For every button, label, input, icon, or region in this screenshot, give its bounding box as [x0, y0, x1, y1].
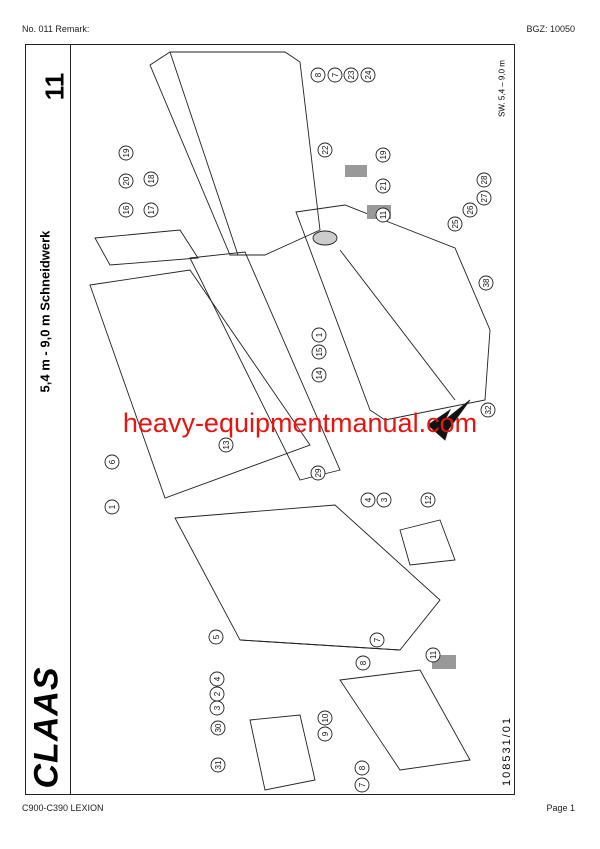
frame-rails — [89, 229, 341, 499]
svg-text:23: 23 — [347, 70, 356, 79]
svg-text:14: 14 — [315, 370, 324, 379]
callout-1: 1 — [104, 499, 120, 515]
svg-text:1: 1 — [108, 504, 117, 509]
svg-text:7: 7 — [358, 782, 367, 787]
svg-text:24: 24 — [364, 70, 373, 79]
svg-text:4: 4 — [213, 676, 222, 681]
callout-8: 8 — [354, 760, 370, 776]
callout-16: 16 — [118, 202, 134, 218]
svg-text:2: 2 — [213, 691, 222, 696]
callout-12: 12 — [420, 492, 436, 508]
callout-10: 10 — [317, 710, 333, 726]
callout-21: 21 — [375, 178, 391, 194]
watermark: heavy-equipmentmanual.com — [122, 408, 478, 438]
svg-text:13: 13 — [222, 440, 231, 449]
svg-text:19: 19 — [122, 148, 131, 157]
callout-17: 17 — [143, 202, 159, 218]
callout-4: 4 — [360, 492, 376, 508]
footer-model: C900-C390 LEXION — [22, 803, 104, 813]
callout-24: 24 — [360, 67, 376, 83]
callout-14: 14 — [311, 367, 327, 383]
callout-23: 23 — [343, 67, 359, 83]
svg-text:21: 21 — [379, 181, 388, 190]
callout-7: 7 — [327, 67, 343, 83]
callout-25: 25 — [447, 216, 463, 232]
callout-31: 31 — [210, 757, 226, 773]
footer-page: Page 1 — [546, 803, 575, 813]
svg-text:8: 8 — [358, 765, 367, 770]
svg-text:7: 7 — [373, 637, 382, 642]
svg-text:5: 5 — [212, 634, 221, 639]
svg-text:3: 3 — [213, 705, 222, 710]
callout-15: 15 — [311, 344, 327, 360]
callout-38: 38 — [478, 275, 494, 291]
drawing-frame — [25, 44, 515, 795]
callout-19: 19 — [375, 147, 391, 163]
callout-29: 29 — [310, 465, 326, 481]
callout-5: 5 — [208, 629, 224, 645]
svg-text:12: 12 — [424, 495, 433, 504]
callout-4: 4 — [209, 671, 225, 687]
svg-text:10: 10 — [321, 713, 330, 722]
svg-text:29: 29 — [314, 468, 323, 477]
svg-text:15: 15 — [315, 347, 324, 356]
svg-text:26: 26 — [466, 205, 475, 214]
svg-text:3: 3 — [380, 497, 389, 502]
svg-text:9: 9 — [321, 731, 330, 736]
arrow-icon — [427, 399, 471, 441]
callout-18: 18 — [143, 171, 159, 187]
callout-8: 8 — [310, 67, 326, 83]
callout-3: 3 — [209, 700, 225, 716]
svg-text:19: 19 — [379, 150, 388, 159]
callout-28: 28 — [476, 172, 492, 188]
svg-text:8: 8 — [314, 72, 323, 77]
svg-text:38: 38 — [482, 278, 491, 287]
callout-7: 7 — [369, 632, 385, 648]
svg-text:11: 11 — [379, 210, 388, 219]
callout-32: 32 — [480, 402, 496, 418]
callout-20: 20 — [118, 173, 134, 189]
callout-26: 26 — [462, 202, 478, 218]
svg-text:31: 31 — [214, 760, 223, 769]
svg-text:6: 6 — [108, 459, 117, 464]
header-bgz: BGZ: 10050 — [526, 24, 575, 34]
callout-13: 13 — [218, 437, 234, 453]
callout-11: 11 — [375, 207, 391, 223]
title-strip: 11 5,4 m - 9,0 m Schneidwerk CLAAS — [25, 44, 71, 795]
callout-7: 7 — [354, 777, 370, 793]
svg-text:8: 8 — [359, 660, 368, 665]
svg-text:1: 1 — [315, 332, 324, 337]
header-remark: No. 011 Remark: — [22, 24, 90, 34]
svg-text:25: 25 — [451, 219, 460, 228]
svg-text:20: 20 — [122, 176, 131, 185]
callout-1: 1 — [311, 327, 327, 343]
lower-brackets — [249, 519, 471, 791]
callout-22: 22 — [317, 142, 333, 158]
svg-text:32: 32 — [484, 405, 493, 414]
side-panel — [295, 204, 491, 421]
callout-11: 11 — [425, 647, 441, 663]
svg-text:7: 7 — [331, 72, 340, 77]
callout-2: 2 — [209, 686, 225, 702]
svg-text:11: 11 — [429, 650, 438, 659]
svg-text:22: 22 — [321, 145, 330, 154]
callout-8: 8 — [355, 655, 371, 671]
svg-text:28: 28 — [480, 175, 489, 184]
callout-3: 3 — [376, 492, 392, 508]
svg-text:18: 18 — [147, 174, 156, 183]
callout-9: 9 — [317, 726, 333, 742]
callout-19: 19 — [118, 145, 134, 161]
callout-27: 27 — [476, 190, 492, 206]
svg-text:16: 16 — [122, 205, 131, 214]
svg-text:27: 27 — [480, 193, 489, 202]
lower-cover — [174, 504, 441, 651]
upper-cover — [149, 51, 321, 256]
svg-text:17: 17 — [147, 205, 156, 214]
svg-text:4: 4 — [364, 497, 373, 502]
svg-text:30: 30 — [214, 723, 223, 732]
callout-6: 6 — [104, 454, 120, 470]
callout-30: 30 — [210, 720, 226, 736]
